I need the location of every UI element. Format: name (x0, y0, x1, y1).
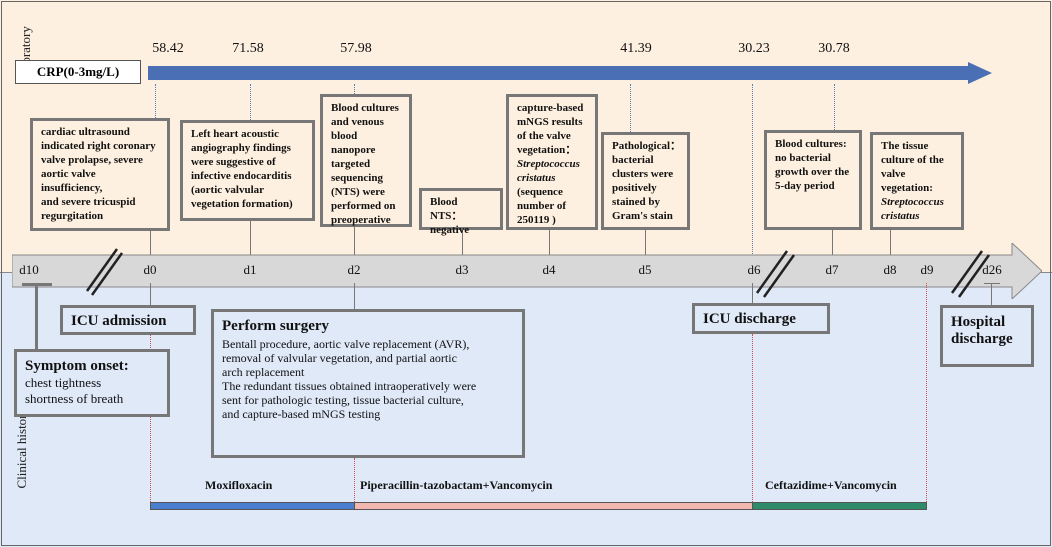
symptom-onset-box: Symptom onset: chest tightness shortness… (14, 349, 170, 417)
connector (354, 283, 355, 309)
drug-bar-moxifloxacin (150, 502, 355, 510)
connector (462, 230, 463, 255)
lab-event-box: capture-based mNGS results of the valve … (506, 94, 598, 230)
day-label: d9 (920, 262, 934, 277)
connector (752, 283, 753, 303)
crp-value: 71.58 (232, 41, 264, 56)
drug-label-ceftazidime-vancomycin: Ceftazidime+Vancomycin (765, 478, 897, 492)
day-label: d26 (982, 262, 1002, 277)
day-label: d1 (243, 262, 257, 277)
drug-label-moxifloxacin: Moxifloxacin (205, 478, 273, 492)
connector (890, 230, 891, 255)
lab-event-box: Left heart acoustic angiography findings… (180, 120, 315, 221)
lab-event-box: Blood cultures and venous blood nanopore… (320, 94, 412, 227)
drug-boundary-line (752, 334, 753, 502)
crp-dropline (834, 84, 835, 130)
lab-event-box: The tissue culture of the valve vegetati… (870, 132, 964, 230)
crp-dropline (155, 84, 156, 118)
crp-dropline (630, 84, 631, 132)
drug-boundary-line (926, 283, 927, 502)
day-label: d5 (638, 262, 652, 277)
day-label: d0 (143, 262, 157, 277)
crp-dropline (250, 84, 251, 120)
connector (35, 283, 38, 349)
crp-value: 58.42 (152, 41, 184, 56)
connector (984, 283, 1000, 284)
crp-value: 30.23 (738, 41, 770, 56)
crp-dropline (354, 84, 355, 94)
surgery-box: Perform surgery Bentall procedure, aorti… (211, 309, 525, 458)
connector (832, 230, 833, 255)
day-label: d7 (825, 262, 839, 277)
connector (354, 227, 355, 255)
drug-boundary-line (150, 334, 151, 502)
day-label: d8 (883, 262, 897, 277)
drug-bar-piperacillin-vancomycin (354, 502, 753, 510)
lab-event-box: Blood cultures: no bacterial growth over… (764, 130, 862, 230)
day-label: d3 (455, 262, 469, 277)
lab-event-box: Blood NTS： negative (419, 188, 503, 236)
day-label: d6 (747, 262, 761, 277)
timeline-arrow (12, 243, 1042, 299)
lab-event-box: cardiac ultrasound indicated right coron… (30, 118, 170, 231)
crp-value: 30.78 (818, 41, 850, 56)
drug-label-piperacillin-vancomycin: Piperacillin-tazobactam+Vancomycin (360, 478, 553, 492)
connector (150, 283, 151, 305)
crp-arrow (148, 62, 992, 84)
connector (549, 230, 550, 255)
crp-value: 41.39 (620, 41, 652, 56)
drug-boundary-line (354, 458, 355, 502)
connector (150, 231, 151, 255)
day-label: d10 (19, 262, 39, 277)
crp-value: 57.98 (340, 41, 372, 56)
connector (991, 283, 992, 305)
day-label: d4 (542, 262, 556, 277)
connector (22, 283, 52, 286)
connector (645, 230, 646, 255)
crp-dropline (752, 84, 753, 268)
connector (250, 221, 251, 255)
day-label: d2 (347, 262, 361, 277)
icu-discharge-box: ICU discharge (692, 303, 830, 334)
hospital-discharge-box: Hospital discharge (940, 305, 1034, 367)
icu-admission-box: ICU admission (60, 305, 196, 335)
drug-bar-ceftazidime-vancomycin (752, 502, 927, 510)
crp-label: CRP(0-3mg/L) (15, 60, 141, 84)
lab-event-box: Pathological： bacterial clusters were po… (601, 132, 690, 230)
